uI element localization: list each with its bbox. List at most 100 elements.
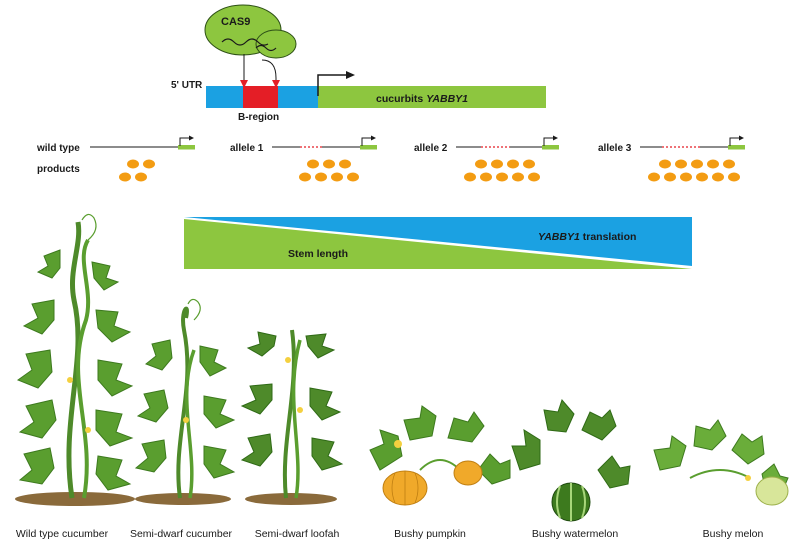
leaf: [136, 389, 169, 423]
plant-caption-bushy-melon: Bushy melon: [702, 528, 764, 540]
allele-tss-arrow: [729, 137, 740, 146]
b-region-label: B-region: [238, 112, 279, 123]
product-dot: [691, 159, 703, 169]
product-dot: [675, 159, 687, 169]
product-dot: [659, 159, 671, 169]
leaf: [403, 405, 437, 441]
plant-semi-dwarf-cucumber: [134, 298, 236, 505]
tss-arrow-line: [317, 74, 348, 96]
leaf: [134, 439, 167, 473]
cut-site-arrow-right: [272, 80, 280, 88]
product-dot: [143, 159, 155, 169]
leaf: [16, 349, 53, 389]
product-dot: [307, 159, 319, 169]
plant-semi-dwarf-loofah: [240, 329, 344, 505]
allele-gene-box: [542, 145, 559, 150]
plant-stem: [66, 221, 82, 499]
leaf-cluster: [511, 399, 631, 489]
allele-tss-arrow: [361, 137, 372, 146]
product-dots: [464, 159, 540, 182]
product-dot: [648, 172, 660, 182]
cas9-complex: CAS9: [204, 4, 297, 88]
translation-wedge: [184, 217, 692, 266]
allele-label: wild type: [36, 143, 80, 154]
product-dots: [299, 159, 359, 182]
leaf: [240, 383, 273, 415]
leaf: [22, 299, 55, 335]
product-dot: [315, 172, 327, 182]
leaf: [18, 399, 57, 439]
flower: [745, 475, 751, 481]
plant-stem: [282, 329, 296, 499]
allele-label: allele 2: [414, 143, 448, 154]
plant-caption-semi-dwarf-cucumber: Semi-dwarf cucumber: [129, 528, 233, 540]
plant-caption-wild-type-cucumber: Wild type cucumber: [15, 528, 109, 540]
leaf: [369, 429, 403, 471]
product-dot: [347, 172, 359, 182]
utr-label: 5' UTR: [171, 80, 203, 91]
stem-length-wedge: [184, 219, 692, 269]
products-label: products: [37, 164, 80, 175]
vine: [689, 469, 751, 479]
product-dot: [507, 159, 519, 169]
product-dot: [512, 172, 524, 182]
allele-gene-box: [360, 145, 377, 150]
gene-label-prefix: cucurbits: [376, 93, 426, 105]
allele-tss-arrowhead: [371, 135, 376, 141]
flower: [394, 440, 402, 448]
leaf: [309, 387, 342, 421]
allele-wild-type: wild type products: [36, 135, 195, 182]
flower: [183, 417, 189, 423]
product-dot: [491, 159, 503, 169]
plant-bushy-melon: [653, 419, 789, 506]
leaf: [95, 455, 132, 491]
allele-tss-arrowhead: [739, 135, 744, 141]
allele-tss-arrow: [179, 137, 190, 146]
plant-stem: [76, 238, 91, 499]
plant-stem: [184, 349, 196, 499]
gene-label-name: YABBY1: [426, 93, 468, 105]
product-dot: [712, 172, 724, 182]
plant-wild-type-cucumber: [15, 213, 135, 506]
leaf: [581, 409, 617, 441]
product-dot: [464, 172, 476, 182]
allele-tss-arrowhead: [553, 135, 558, 141]
flower: [85, 427, 91, 433]
leaf: [18, 447, 55, 485]
product-dot: [696, 172, 708, 182]
product-dot: [680, 172, 692, 182]
allele-2: allele 2: [414, 135, 559, 182]
gene-coding-region: [318, 86, 546, 108]
leaf-cluster: [240, 331, 344, 471]
leaf: [731, 433, 765, 465]
allele-tss-arrow: [543, 137, 554, 146]
gene-label: cucurbits YABBY1: [376, 93, 468, 105]
leaf-cluster: [369, 405, 511, 485]
soil-mound: [245, 493, 337, 505]
tss-arrowhead: [346, 71, 355, 79]
product-dot: [480, 172, 492, 182]
guide-rna-strand: [221, 38, 269, 46]
melon-fruit: [755, 476, 789, 506]
allele-gene-box: [178, 145, 195, 150]
guide-rna-strand-2: [255, 44, 277, 52]
translation-gene: YABBY1: [538, 231, 580, 243]
soil-mound: [135, 493, 231, 505]
product-dot: [664, 172, 676, 182]
allele-1: allele 1: [230, 135, 377, 182]
product-dot: [496, 172, 508, 182]
leaf: [597, 455, 631, 489]
leaf: [203, 395, 236, 429]
watermelon-stripe: [556, 483, 586, 521]
cut-connector-right: [261, 59, 277, 80]
pumpkin-rib: [391, 471, 419, 505]
vine: [419, 459, 461, 471]
product-dot: [707, 159, 719, 169]
product-dot: [523, 159, 535, 169]
leaf: [91, 261, 120, 291]
product-dot: [339, 159, 351, 169]
soil-mound: [15, 492, 135, 506]
allele-tss-arrowhead: [189, 135, 194, 141]
